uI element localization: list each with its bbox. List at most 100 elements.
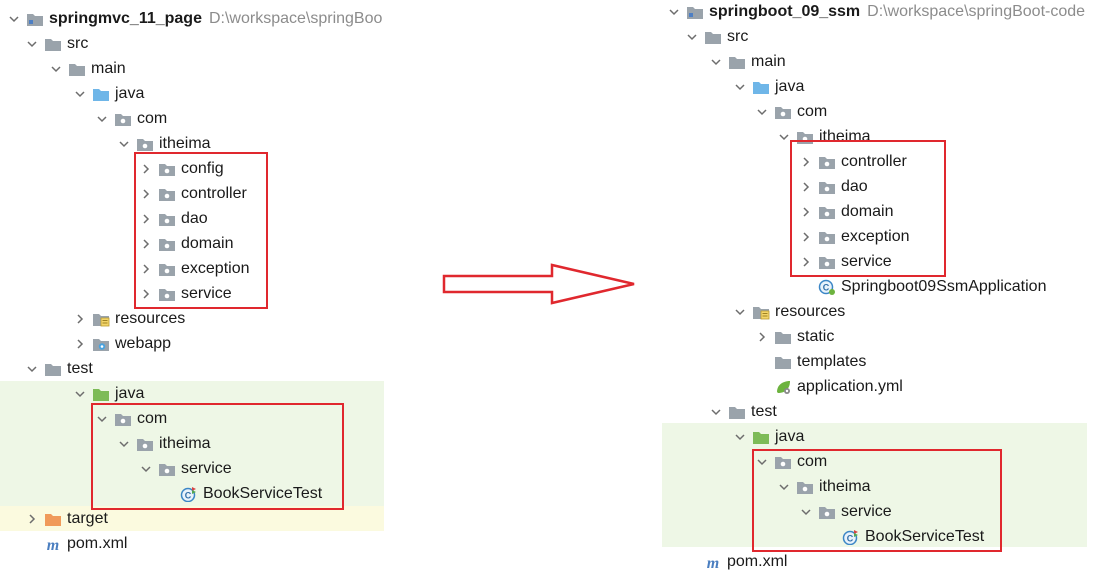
chevron-down-icon[interactable] [756, 99, 768, 124]
package-icon [158, 236, 176, 252]
tree-node-target[interactable]: target [26, 506, 108, 531]
chevron-down-icon[interactable] [800, 499, 812, 524]
tree-node-config[interactable]: config [140, 156, 224, 181]
chevron-right-icon[interactable] [800, 174, 812, 199]
source-folder-icon [752, 79, 770, 95]
chevron-right-icon[interactable] [26, 506, 38, 531]
chevron-right-icon[interactable] [140, 231, 152, 256]
tree-node-java[interactable]: java [734, 424, 804, 449]
chevron-down-icon[interactable] [74, 81, 86, 106]
tree-node-controller[interactable]: controller [140, 181, 247, 206]
tree-node-java[interactable]: java [734, 74, 804, 99]
tree-node-label: BookServiceTest [865, 528, 985, 545]
tree-node-label: src [67, 35, 89, 52]
tree-node-exception[interactable]: exception [140, 256, 250, 281]
chevron-down-icon[interactable] [686, 24, 698, 49]
tree-node-itheima[interactable]: itheima [778, 474, 871, 499]
tree-node-itheima[interactable]: itheima [118, 131, 211, 156]
tree-node-application-yml[interactable]: application.yml [756, 374, 903, 399]
tree-node-resources[interactable]: resources [74, 306, 185, 331]
chevron-down-icon[interactable] [96, 106, 108, 131]
folder-icon [704, 29, 722, 45]
chevron-down-icon[interactable] [8, 6, 20, 31]
tree-node-java[interactable]: java [74, 381, 144, 406]
tree-node-itheima[interactable]: itheima [778, 124, 871, 149]
chevron-down-icon[interactable] [734, 424, 746, 449]
tree-node-label: service [181, 285, 232, 302]
tree-node-service[interactable]: service [140, 281, 232, 306]
chevron-right-icon[interactable] [140, 156, 152, 181]
chevron-down-icon[interactable] [74, 381, 86, 406]
chevron-right-icon[interactable] [800, 199, 812, 224]
tree-node-itheima[interactable]: itheima [118, 431, 211, 456]
tree-node-controller[interactable]: controller [800, 149, 907, 174]
chevron-right-icon[interactable] [140, 206, 152, 231]
tree-node-dao[interactable]: dao [140, 206, 208, 231]
tree-node-label: controller [181, 185, 247, 202]
tree-node-exception[interactable]: exception [800, 224, 910, 249]
chevron-right-icon[interactable] [140, 181, 152, 206]
tree-node-label: main [751, 53, 786, 70]
tree-node-label: com [137, 110, 168, 127]
chevron-right-icon[interactable] [800, 249, 812, 274]
chevron-down-icon[interactable] [26, 31, 38, 56]
tree-node-dao[interactable]: dao [800, 174, 868, 199]
tree-node-com[interactable]: com [96, 406, 167, 431]
tree-node-service[interactable]: service [140, 456, 232, 481]
tree-node-label: java [775, 78, 805, 95]
excluded-folder-highlight [0, 506, 384, 531]
tree-node-src[interactable]: src [686, 24, 748, 49]
tree-node-main[interactable]: main [50, 56, 126, 81]
chevron-down-icon[interactable] [140, 456, 152, 481]
chevron-right-icon[interactable] [800, 224, 812, 249]
tree-node-java[interactable]: java [74, 81, 144, 106]
tree-node-resources[interactable]: resources [734, 299, 845, 324]
tree-node-src[interactable]: src [26, 31, 88, 56]
chevron-down-icon[interactable] [710, 399, 722, 424]
tree-node-com[interactable]: com [756, 449, 827, 474]
tree-node-test[interactable]: test [26, 356, 93, 381]
tree-node-test[interactable]: test [710, 399, 777, 424]
chevron-down-icon[interactable] [778, 124, 790, 149]
tree-node-com[interactable]: com [96, 106, 167, 131]
tree-node-webapp[interactable]: webapp [74, 331, 171, 356]
chevron-down-icon[interactable] [26, 356, 38, 381]
tree-node-domain[interactable]: domain [140, 231, 233, 256]
chevron-right-icon[interactable] [140, 256, 152, 281]
tree-node-label: itheima [159, 135, 211, 152]
tree-node-service[interactable]: service [800, 499, 892, 524]
tree-node-main[interactable]: main [710, 49, 786, 74]
chevron-down-icon[interactable] [118, 131, 130, 156]
chevron-down-icon[interactable] [734, 74, 746, 99]
chevron-down-icon[interactable] [96, 406, 108, 431]
chevron-right-icon[interactable] [74, 331, 86, 356]
chevron-right-icon[interactable] [756, 324, 768, 349]
tree-node-label: Springboot09SsmApplication [841, 278, 1047, 295]
chevron-down-icon[interactable] [118, 431, 130, 456]
chevron-right-icon[interactable] [140, 281, 152, 306]
tree-node-static[interactable]: static [756, 324, 834, 349]
tree-node-service[interactable]: service [800, 249, 892, 274]
chevron-down-icon[interactable] [668, 0, 680, 24]
tree-node-com[interactable]: com [756, 99, 827, 124]
chevron-down-icon[interactable] [710, 49, 722, 74]
tree-node-templates[interactable]: templates [756, 349, 866, 374]
module-path: D:\workspace\springBoot-code [867, 3, 1086, 20]
chevron-right-icon[interactable] [800, 149, 812, 174]
chevron-down-icon[interactable] [756, 449, 768, 474]
source-folder-icon [92, 86, 110, 102]
chevron-right-icon[interactable] [74, 306, 86, 331]
chevron-down-icon[interactable] [778, 474, 790, 499]
tree-node-domain[interactable]: domain [800, 199, 893, 224]
chevron-down-icon[interactable] [734, 299, 746, 324]
chevron-down-icon[interactable] [50, 56, 62, 81]
tree-node-label: templates [797, 353, 867, 370]
